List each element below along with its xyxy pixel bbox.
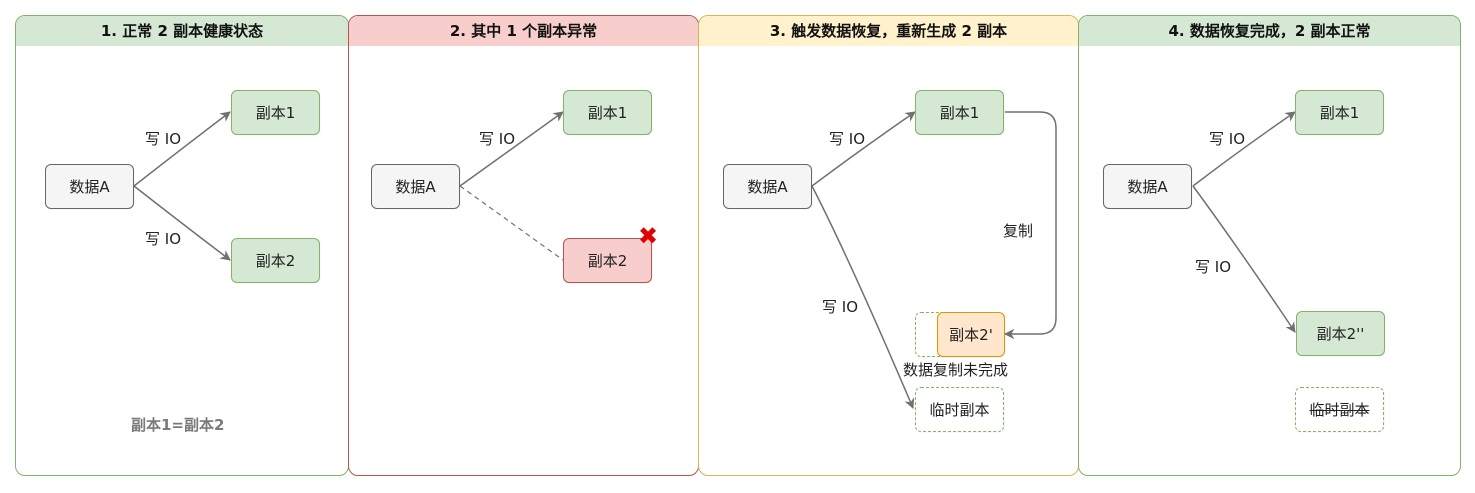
p4-source-node: 数据A (1103, 164, 1192, 209)
p3-replica2-rebuilding-node: 副本2' (937, 312, 1005, 357)
p4-edge-label-1: 写 IO (1209, 130, 1245, 148)
panel-4-title: 4. 数据恢复完成，2 副本正常 (1079, 16, 1460, 46)
p3-temp-replica-node: 临时副本 (915, 387, 1004, 432)
p3-incomplete-label: 数据复制未完成 (903, 361, 1009, 379)
panel-3-title: 3. 触发数据恢复，重新生成 2 副本 (699, 16, 1078, 46)
panel-4-recovered: 4. 数据恢复完成，2 副本正常 (1078, 15, 1461, 476)
x-mark-icon: ✖ (638, 222, 659, 250)
p1-edge-label-2: 写 IO (145, 230, 181, 248)
p4-temp-replica-removed-node: 临时副本 (1295, 387, 1384, 432)
p1-edge-label-1: 写 IO (145, 130, 181, 148)
panel-3-recovery: 3. 触发数据恢复，重新生成 2 副本 (698, 15, 1079, 476)
panel-2-title: 2. 其中 1 个副本异常 (349, 16, 698, 46)
p1-source-node: 数据A (45, 164, 134, 209)
p4-replica2-node: 副本2'' (1296, 311, 1385, 356)
p3-copy-label: 复制 (1003, 222, 1034, 240)
p1-replica1-node: 副本1 (231, 90, 320, 135)
p4-replica1-node: 副本1 (1295, 90, 1384, 135)
p2-edge-label-1: 写 IO (479, 130, 515, 148)
panel-1-title: 1. 正常 2 副本健康状态 (16, 16, 348, 46)
p1-replica2-node: 副本2 (231, 238, 320, 283)
p3-source-node: 数据A (723, 164, 812, 209)
p4-edge-label-2: 写 IO (1195, 258, 1231, 276)
p3-edge-label-2: 写 IO (822, 298, 858, 316)
p1-summary: 副本1=副本2 (131, 416, 225, 434)
p3-edge-label-1: 写 IO (829, 130, 865, 148)
p2-replica2-failed-node: 副本2 (563, 238, 652, 283)
p2-source-node: 数据A (371, 164, 460, 209)
p2-replica1-node: 副本1 (563, 90, 652, 135)
p3-replica1-node: 副本1 (915, 90, 1004, 135)
